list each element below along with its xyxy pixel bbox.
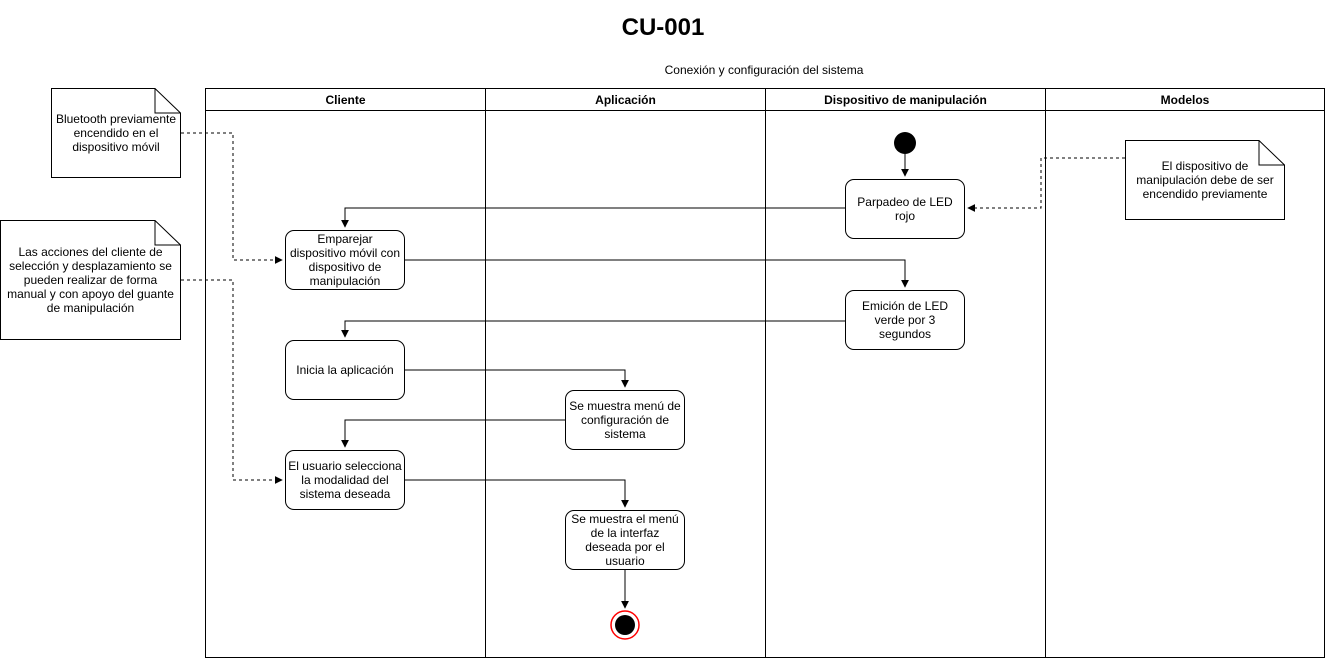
note-acciones-text: Las acciones del cliente de selección y … [7,245,174,315]
lane-aplicacion: Aplicación [486,89,766,657]
lane-header-aplicacion: Aplicación [486,89,765,111]
lane-header-cliente: Cliente [206,89,485,111]
activity-inicia-app[interactable]: Inicia la aplicación [285,340,405,400]
note-shape-icon [0,220,181,340]
activity-menu-interfaz[interactable]: Se muestra el menú de la interfaz desead… [565,510,685,570]
note-bluetooth[interactable]: Bluetooth previamente encendido en el di… [51,88,181,178]
note-acciones[interactable]: Las acciones del cliente de selección y … [0,220,181,340]
pool-title: Conexión y configuración del sistema [664,63,864,77]
activity-led-rojo[interactable]: Parpadeo de LED rojo [845,179,965,239]
lane-dispositivo: Dispositivo de manipulación [766,89,1046,657]
note-shape-icon [1125,140,1285,220]
activity-led-verde[interactable]: Emición de LED verde por 3 segundos [845,290,965,350]
activity-selecciona[interactable]: El usuario selecciona la modalidad del s… [285,450,405,510]
activity-menu-config[interactable]: Se muestra menú de configuración de sist… [565,390,685,450]
activity-emparejar[interactable]: Emparejar dispositivo móvil con disposit… [285,230,405,290]
note-encendido[interactable]: El dispositivo de manipulación debe de s… [1125,140,1285,220]
lane-modelos: Modelos [1046,89,1324,657]
note-bluetooth-text: Bluetooth previamente encendido en el di… [55,112,177,154]
diagram-title: CU-001 [621,14,705,41]
lane-header-dispositivo: Dispositivo de manipulación [766,89,1045,111]
lane-header-modelos: Modelos [1046,89,1324,111]
note-shape-icon [51,88,181,178]
note-encendido-text: El dispositivo de manipulación debe de s… [1136,159,1274,201]
